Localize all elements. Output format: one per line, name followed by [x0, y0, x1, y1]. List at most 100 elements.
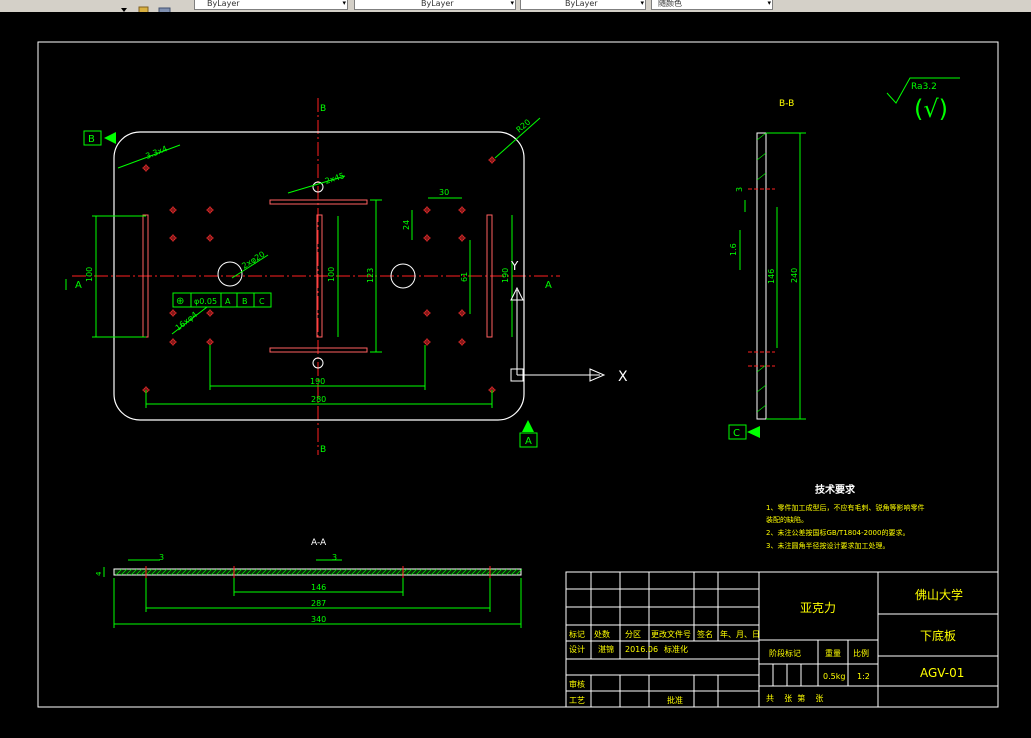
row-label-zone: 分区 [625, 630, 641, 639]
section-aa-dim-287: 287 [311, 599, 326, 608]
slot-top [269, 199, 368, 205]
chevron-down-icon: ▾ [640, 0, 644, 7]
layer-state-icon[interactable] [138, 0, 150, 12]
lineweight-control-value: ByLayer [565, 0, 598, 8]
hatch-line [205, 568, 213, 576]
hatch-line [440, 568, 448, 576]
hatch-line [420, 568, 428, 576]
bore-right [390, 263, 416, 289]
section-aa-view: A-A 3 3 4 146 287 340 [95, 538, 523, 628]
hatch-line [380, 568, 388, 576]
row-label-count: 处数 [594, 629, 610, 639]
notes-line-4: 3、未注圆角半径按设计要求加工处理。 [766, 541, 889, 550]
hatch-line [235, 568, 243, 576]
designer-name: 湛锦 [598, 644, 614, 654]
hatch-line [135, 568, 143, 576]
section-a-left-label: A [75, 280, 82, 291]
hatch-line [480, 568, 488, 576]
slot-bottom [269, 347, 368, 353]
hatch-line [410, 568, 418, 576]
notes-line-3: 2、未注公差按国标GB/T1804-2000的要求。 [766, 528, 909, 537]
hatch-line [355, 568, 363, 576]
hatch-line [490, 568, 498, 576]
part-name: 下底板 [920, 628, 956, 643]
dropdown-arrow-icon[interactable] [118, 0, 130, 12]
hatch-line [385, 568, 393, 576]
linetype-control-dropdown[interactable]: ByLayer ▾ [354, 0, 516, 10]
hatch-line [295, 568, 303, 576]
hatch-line [345, 568, 353, 576]
section-bb-body [756, 132, 767, 420]
mounting-holes [142, 156, 496, 394]
drawing-border [37, 41, 999, 708]
hatch-line [415, 568, 423, 576]
row-label-date: 年、月、日 [720, 629, 760, 639]
section-bb-dim-146: 146 [767, 269, 776, 284]
section-b-top-label: B [320, 104, 326, 114]
front-view: B A A B B A 3.3x4 R20 2x45 2xφ20 16xφ4 ⊕… [65, 98, 560, 455]
approve-label: 批准 [667, 695, 683, 705]
hatch-line [180, 568, 188, 576]
hatch-line [350, 568, 358, 576]
chevron-down-icon: ▾ [767, 0, 771, 7]
hatch-line [365, 568, 373, 576]
color-control-dropdown[interactable]: ByLayer ▾ [194, 0, 348, 10]
hatch-line [470, 568, 478, 576]
dim-w30: 30 [439, 188, 449, 197]
hatch-line [220, 568, 228, 576]
hatch-line [505, 568, 513, 576]
drawing-canvas[interactable]: B A A B B A 3.3x4 R20 2x45 2xφ20 16xφ4 ⊕… [0, 12, 1031, 738]
tolerance-datum-c: C [259, 297, 265, 306]
technical-notes: 技术要求 1、零件加工成型后，不应有毛刺、锐角等影响零件 装配的缺陷。 2、未注… [766, 483, 924, 550]
datum-b-box [83, 130, 102, 146]
weight-label: 重量 [825, 648, 841, 658]
plate-outline [113, 131, 525, 421]
linetype-control-value: ByLayer [421, 0, 454, 8]
drawing-code: AGV-01 [920, 666, 964, 680]
hatch-line [285, 568, 293, 576]
hatch-line [430, 568, 438, 576]
tolerance-value: φ0.05 [194, 297, 217, 306]
hatch-line [330, 568, 338, 576]
dim-h100-left: 100 [85, 267, 94, 282]
row-label-mark: 标记 [569, 629, 585, 639]
lineweight-control-dropdown[interactable]: ByLayer ▾ [520, 0, 646, 10]
hatch-line [165, 568, 173, 576]
dim-h100-mid: 100 [327, 267, 336, 282]
dim-h61: 61 [460, 272, 469, 282]
stage-mark-label: 阶段标记 [769, 648, 801, 658]
section-bb-view: B-B 3 1.6 146 240 C [728, 99, 806, 440]
hatch-line [175, 568, 183, 576]
hatch-line [305, 568, 313, 576]
dim-h123: 123 [366, 268, 375, 283]
hatch-line [435, 568, 443, 576]
hatch-line [190, 568, 198, 576]
material-name: 亚克力 [800, 601, 836, 615]
hatch-line [340, 568, 348, 576]
check-label: 审核 [569, 679, 585, 689]
datum-b-label: B [88, 134, 95, 145]
small-hole-bottom [312, 357, 324, 369]
hatch-line [450, 568, 458, 576]
section-aa-dim-3a: 3 [159, 553, 164, 562]
hatch-line [125, 568, 133, 576]
plotstyle-control-dropdown[interactable]: 随颜色 ▾ [651, 0, 773, 10]
section-aa-dim-146: 146 [311, 583, 326, 592]
slot-center [316, 214, 323, 338]
hatch-line [315, 568, 323, 576]
hatch-line [200, 568, 208, 576]
ucs-x-label: X [618, 369, 628, 385]
scale-label: 比例 [853, 648, 869, 658]
layer-stack-icon[interactable] [158, 0, 171, 12]
datum-a-triangle [522, 420, 534, 432]
hatch-line [395, 568, 403, 576]
hatch-line [465, 568, 473, 576]
roughness-value: Ra3.2 [911, 82, 937, 92]
datum-c-label: C [733, 428, 740, 439]
hatch-line [290, 568, 298, 576]
hatch-line [360, 568, 368, 576]
hatch-line [145, 568, 153, 576]
hatch-line [225, 568, 233, 576]
datum-a-box [519, 432, 538, 448]
dim-w24: 24 [402, 220, 411, 230]
